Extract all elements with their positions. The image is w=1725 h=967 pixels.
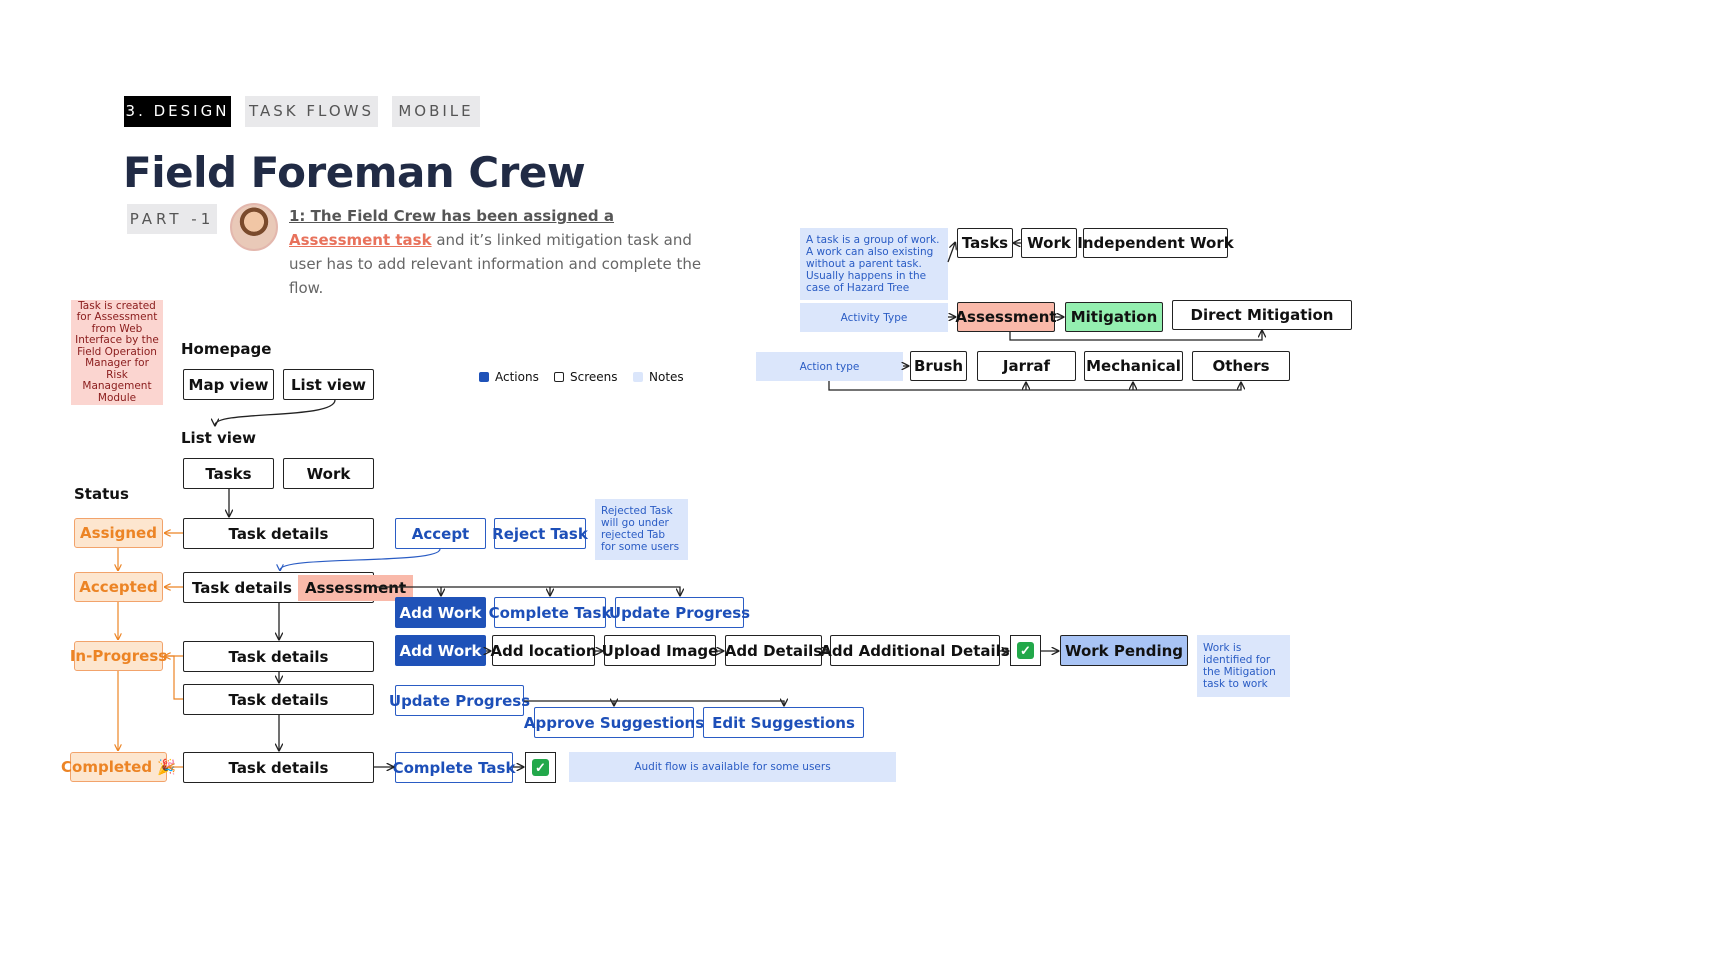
task-details-label: Task details: [192, 578, 292, 597]
task-details-in-progress[interactable]: Task details: [183, 641, 374, 672]
action-brush: Brush: [910, 351, 967, 381]
complete-task-button-2[interactable]: Complete Task: [393, 752, 515, 783]
notes-swatch: [633, 372, 643, 382]
add-work-button[interactable]: Add Work: [395, 597, 486, 628]
legend-notes-label: Notes: [649, 370, 684, 384]
action-others: Others: [1192, 351, 1290, 381]
add-location-screen[interactable]: Add location: [490, 635, 597, 666]
task-details-completed[interactable]: Task details: [183, 752, 374, 783]
list-view-label: List view: [181, 429, 256, 447]
taxonomy-independent-work: Independent Work: [1077, 228, 1234, 258]
tag-design: 3. DESIGN: [124, 96, 231, 127]
actions-swatch: [479, 372, 489, 382]
list-view-screen[interactable]: List view: [283, 369, 374, 400]
update-progress-button[interactable]: Update Progress: [609, 597, 750, 628]
add-additional-details-screen[interactable]: Add Additional Details: [820, 635, 1010, 666]
legend-actions: Actions: [479, 370, 539, 384]
add-details-screen[interactable]: Add Details: [725, 635, 822, 666]
task-details-assigned[interactable]: Task details: [183, 518, 374, 549]
assessment-task-link[interactable]: Assessment task: [289, 231, 432, 249]
action-jarraf: Jarraf: [977, 351, 1076, 381]
activity-mitigation: Mitigation: [1065, 302, 1163, 332]
update-progress-button-2[interactable]: Update Progress: [389, 685, 530, 716]
edit-suggestions-button[interactable]: Edit Suggestions: [703, 707, 864, 738]
task-details-accepted[interactable]: Task details Assessment: [183, 572, 414, 603]
work-pending-status: Work Pending: [1060, 635, 1188, 666]
task-group-note: A task is a group of work. A work can al…: [800, 228, 948, 300]
check-icon: ✓: [1010, 635, 1041, 666]
flow-description: 1: The Field Crew has been assigned a As…: [289, 204, 719, 300]
tag-mobile: MOBILE: [392, 96, 480, 127]
legend-notes: Notes: [633, 370, 684, 384]
description-rest: and it’s linked mitigation task and user…: [289, 231, 702, 297]
reject-task-button[interactable]: Reject Task: [492, 518, 588, 549]
assessment-badge: Assessment: [297, 574, 414, 601]
task-created-note: Task is created for Assessment from Web …: [71, 300, 163, 405]
status-accepted: Accepted: [74, 572, 163, 602]
activity-assessment: Assessment: [955, 302, 1057, 332]
action-mechanical: Mechanical: [1084, 351, 1183, 381]
task-details-in-progress-2[interactable]: Task details: [183, 684, 374, 715]
action-type-note: Action type: [756, 352, 903, 381]
tag-task-flows: TASK FLOWS: [245, 96, 378, 127]
check-icon-2: ✓: [525, 752, 556, 783]
status-completed: Completed 🎉: [61, 752, 176, 782]
audit-flow-note: Audit flow is available for some users: [569, 752, 896, 782]
work-identified-note: Work is identified for the Mitigation ta…: [1197, 635, 1290, 697]
activity-type-note: Activity Type: [800, 303, 948, 332]
add-work-button-2[interactable]: Add Work: [395, 635, 486, 666]
upload-image-screen[interactable]: Upload Image: [602, 635, 718, 666]
description-lead: 1: The Field Crew has been assigned a: [289, 207, 615, 225]
tasks-tab[interactable]: Tasks: [183, 458, 274, 489]
page-title: Field Foreman Crew: [123, 148, 586, 197]
legend-actions-label: Actions: [495, 370, 539, 384]
approve-suggestions-button[interactable]: Approve Suggestions: [524, 707, 704, 738]
work-tab[interactable]: Work: [283, 458, 374, 489]
taxonomy-tasks: Tasks: [957, 228, 1013, 258]
screens-swatch: [554, 372, 564, 382]
complete-task-button[interactable]: Complete Task: [489, 597, 611, 628]
taxonomy-work: Work: [1021, 228, 1077, 258]
rejected-task-note: Rejected Task will go under rejected Tab…: [595, 499, 688, 560]
map-view-screen[interactable]: Map view: [183, 369, 274, 400]
accept-button[interactable]: Accept: [395, 518, 486, 549]
part-label: PART -1: [127, 204, 217, 234]
status-label: Status: [74, 485, 129, 503]
status-assigned: Assigned: [74, 518, 163, 548]
legend-screens-label: Screens: [570, 370, 618, 384]
avatar: [230, 203, 278, 251]
homepage-label: Homepage: [181, 340, 272, 358]
activity-direct-mitigation: Direct Mitigation: [1172, 300, 1352, 330]
status-in-progress: In-Progress: [70, 641, 167, 671]
legend-screens: Screens: [554, 370, 618, 384]
